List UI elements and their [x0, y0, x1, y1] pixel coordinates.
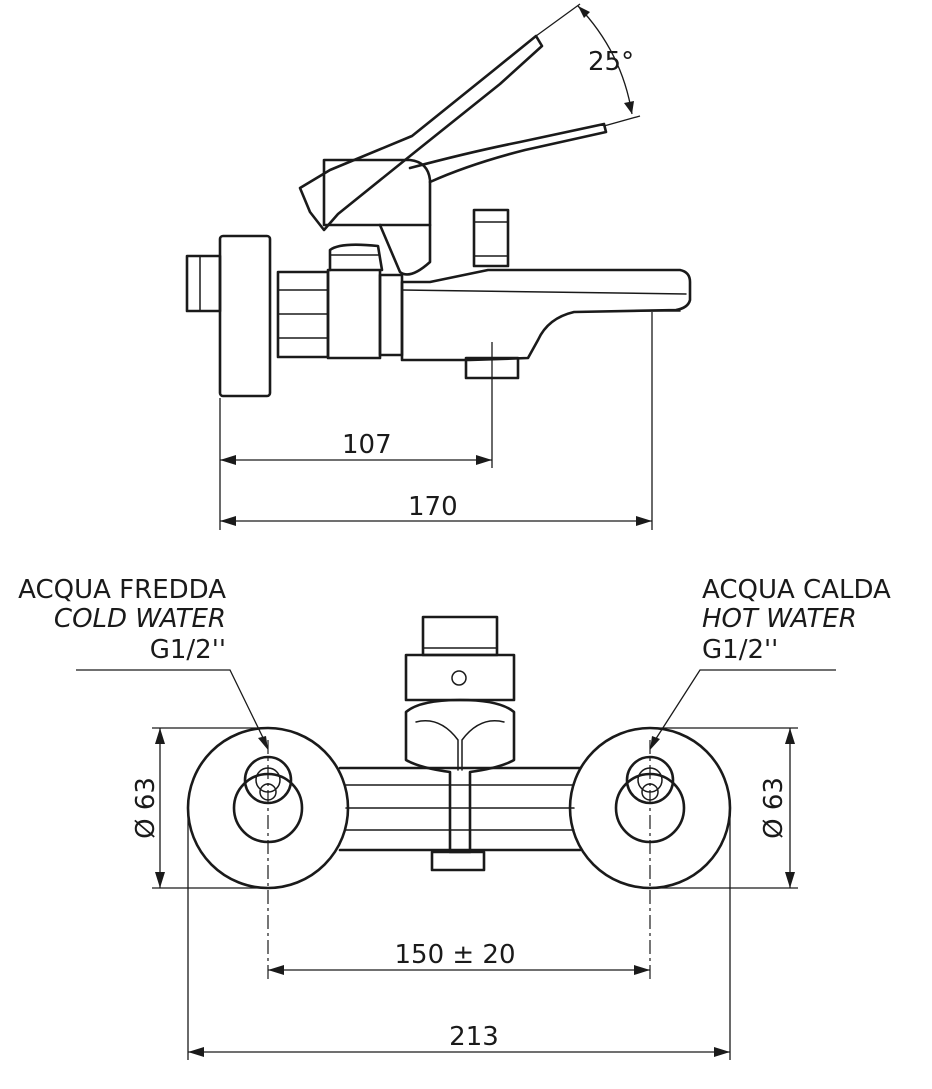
front-view: ACQUA FREDDA COLD WATER G1/2'' ACQUA CAL…	[18, 575, 891, 1060]
angle-dimension: 25°	[535, 3, 641, 127]
side-lever-open	[298, 34, 544, 232]
side-cartridge-head	[322, 158, 432, 227]
hot-label-it: ACQUA CALDA	[702, 575, 891, 605]
dim-centres-label: 150 ± 20	[394, 940, 515, 970]
front-diverter-knob	[404, 615, 516, 702]
dim-rosette-left: Ø 63	[131, 727, 268, 889]
side-inlet-connector	[185, 254, 222, 313]
dim-overall-label: 213	[449, 1022, 499, 1052]
dim-rosette-right: Ø 63	[650, 727, 798, 889]
front-spout-neck	[404, 698, 516, 854]
dim-107-label: 107	[342, 430, 392, 460]
side-wall-rosette	[218, 234, 272, 398]
cold-thread: G1/2''	[150, 635, 226, 665]
side-mixer-body	[326, 243, 404, 360]
dim-centres: 150 ± 20	[268, 940, 650, 975]
front-mixer-body	[338, 766, 582, 852]
dim-rosette-left-label: Ø 63	[131, 777, 161, 839]
side-view: 25° 107 170	[185, 3, 692, 530]
side-lever-closed	[408, 122, 608, 184]
hot-label-en: HOT WATER	[702, 604, 857, 634]
dim-170: 170	[220, 312, 653, 530]
side-spout	[400, 268, 692, 362]
cold-label-it: ACQUA FREDDA	[18, 575, 226, 605]
cold-label-en: COLD WATER	[54, 604, 226, 634]
dim-107: 107	[219, 342, 493, 530]
side-diverter-knob	[472, 208, 510, 268]
front-bath-outlet	[430, 850, 486, 872]
angle-label: 25°	[588, 47, 634, 77]
hot-thread: G1/2''	[702, 635, 778, 665]
dim-170-label: 170	[408, 492, 458, 522]
side-eccentric-fitting	[276, 270, 330, 359]
dim-overall: 213	[187, 808, 731, 1060]
dim-rosette-right-label: Ø 63	[759, 777, 789, 839]
